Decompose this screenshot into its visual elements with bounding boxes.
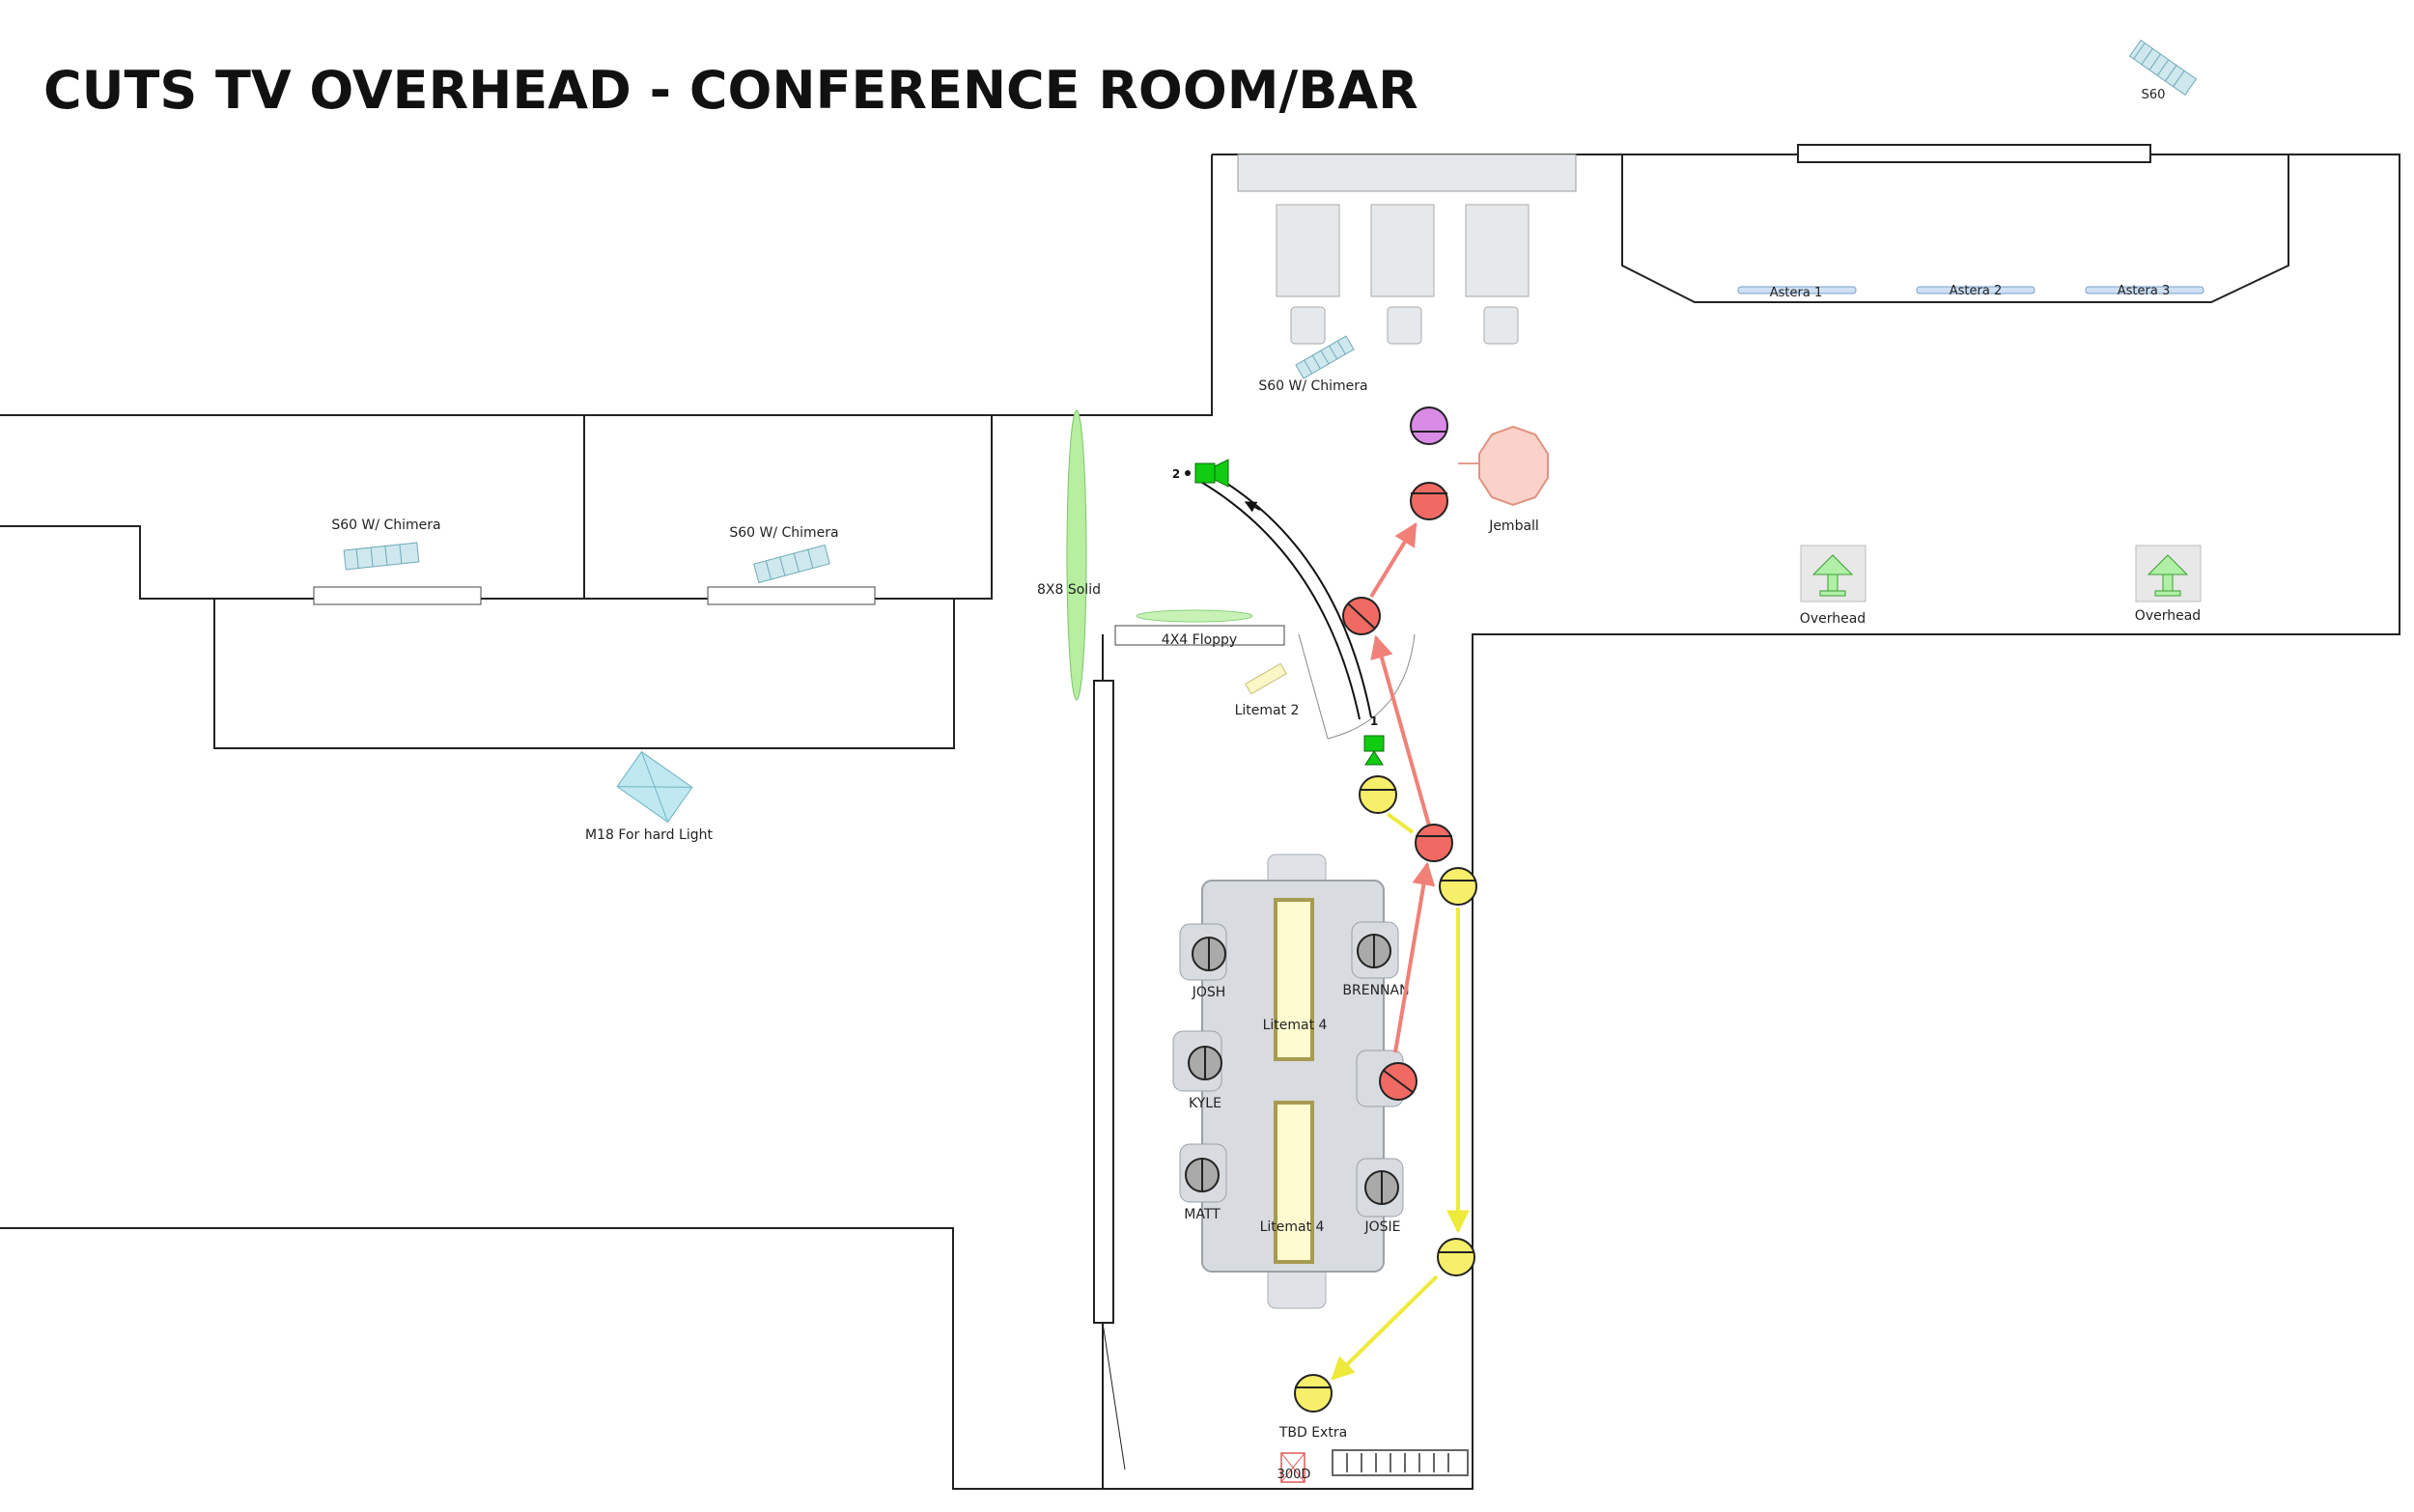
astera-2-label: Astera 2 (1950, 284, 2002, 298)
s60-fixture-top (2128, 40, 2198, 96)
camera-1-icon (1363, 735, 1385, 766)
josie-label: JOSIE (1363, 1219, 1400, 1235)
s60-top-label: S60 (2142, 88, 2166, 102)
jemball-label: Jemball (1488, 518, 1539, 534)
floppy-flag (1136, 609, 1253, 623)
m18-fixture (616, 750, 693, 824)
door-swing-right (1298, 633, 1416, 740)
litemat2-label: Litemat 2 (1235, 703, 1300, 718)
litemat4-top-label: Litemat 4 (1263, 1018, 1328, 1033)
stool-3 (1483, 306, 1519, 345)
conf-room-window-wall (1093, 680, 1114, 1324)
bar-counter (1621, 154, 2289, 303)
overhead-1-label: Overhead (1800, 611, 1866, 627)
s60-chimera-bar-label: S60 W/ Chimera (1258, 378, 1367, 394)
kyle-label: KYLE (1189, 1096, 1221, 1111)
booth-seats (1237, 154, 1577, 345)
brennan-label: BRENNAN (1342, 983, 1409, 998)
s60-chimera-bar-fixture (1295, 335, 1355, 379)
actor-josh (1192, 937, 1226, 971)
bar-shelf (1797, 144, 2151, 163)
actor-josie (1364, 1170, 1399, 1205)
dolly-track (1198, 472, 1372, 720)
cam-2-label: 2 (1172, 467, 1180, 481)
m18-label: M18 For hard Light (585, 827, 713, 843)
s60-chimera-mid-fixture (753, 544, 830, 584)
overhead-2-label: Overhead (2135, 608, 2201, 624)
side-room-outline (0, 415, 993, 600)
astera-3-label: Astera 3 (2118, 284, 2170, 298)
s60-chimera-left-fixture (343, 542, 420, 571)
left-room-window (313, 586, 482, 605)
astera-tubes (1737, 286, 2204, 294)
cam-1-label: 1 (1370, 714, 1378, 728)
josh-label: JOSH (1192, 985, 1226, 1000)
lower-room-outline (213, 599, 955, 749)
actor-brennan (1357, 934, 1391, 968)
mid-room-window (707, 586, 876, 605)
yellow-camera-moves (1331, 812, 1470, 1381)
booth-table-1 (1276, 204, 1340, 297)
solid-label: 8X8 Solid (1037, 582, 1101, 598)
booth-bench (1237, 154, 1577, 192)
walls (0, 144, 2400, 1490)
camera-2-icon (1185, 459, 1229, 488)
door-swing-left (1102, 1322, 1126, 1470)
floppy-label: 4X4 Floppy (1162, 632, 1237, 648)
overhead-2-icon (2135, 545, 2202, 602)
stool-2 (1387, 306, 1422, 345)
jemball-fixture (1478, 425, 1549, 507)
light-300d-label: 300D (1277, 1468, 1311, 1482)
hall-wall-left (0, 154, 1213, 416)
astera-1-label: Astera 1 (1770, 286, 1822, 300)
light-300d-icon (1280, 1452, 1305, 1483)
booth-table-2 (1370, 204, 1435, 297)
overhead-1-icon (1800, 545, 1867, 602)
radiator (1332, 1449, 1469, 1476)
floppy-frame (1114, 625, 1285, 646)
actor-matt (1185, 1158, 1220, 1192)
matt-label: MATT (1184, 1207, 1221, 1222)
bar-room-wall (0, 154, 2400, 1490)
booth-table-3 (1465, 204, 1530, 297)
page-title: CUTS TV OVERHEAD - CONFERENCE ROOM/BAR (43, 60, 1418, 121)
s60-chimera-mid-label: S60 W/ Chimera (729, 525, 838, 541)
red-camera-moves (1369, 521, 1436, 1053)
stool-1 (1290, 306, 1326, 345)
litemat4-bottom-label: Litemat 4 (1260, 1219, 1325, 1235)
tbd-extra-label: TBD Extra (1278, 1425, 1347, 1441)
actor-kyle (1188, 1046, 1222, 1080)
conference-table (1172, 854, 1404, 1309)
solid-flag (1066, 409, 1087, 701)
camera-positions (1294, 406, 1477, 1413)
litemat2-fixture (1245, 662, 1287, 695)
s60-chimera-left-label: S60 W/ Chimera (331, 518, 440, 533)
